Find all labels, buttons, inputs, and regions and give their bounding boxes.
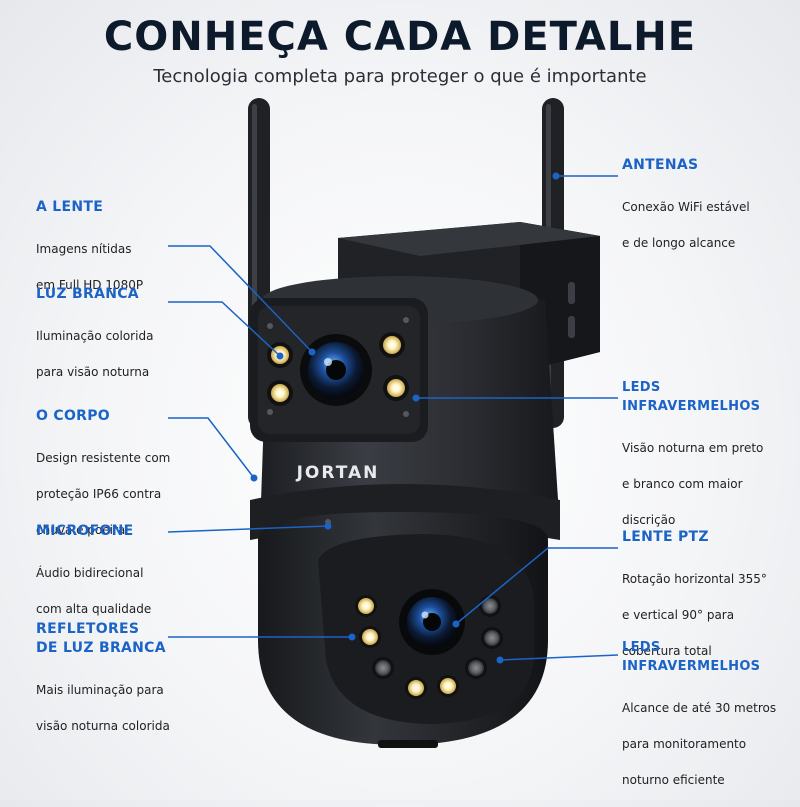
callout-line-corpo [168, 417, 255, 479]
feature-description: Conexão WiFi estável e de longo alcance [622, 180, 794, 270]
feature-desc-line: cobertura total [622, 644, 712, 658]
callout-line-microfone [167, 525, 329, 533]
feature-desc-line: Imagens nítidas [36, 242, 132, 256]
page-title: CONHEÇA CADA DETALHE [103, 14, 697, 60]
feature-title: ANTENAS [622, 157, 699, 173]
feature-o-corpo: O CORPO Design resistente com proteção I… [36, 407, 216, 557]
feature-a-lente: A LENTE Imagens nítidas em Full HD 1080P [36, 198, 216, 312]
upper-ir-sensors [267, 317, 409, 417]
feature-desc-line: Iluminação colorida [36, 329, 154, 343]
callout-lines [167, 175, 619, 661]
feature-description: Design resistente com proteção IP66 cont… [36, 431, 216, 557]
feature-description: Alcance de até 30 metros para monitorame… [622, 681, 794, 807]
feature-desc-line: Design resistente com [36, 451, 171, 465]
callout-dots [250, 172, 560, 664]
feature-title: LENTE PTZ [622, 529, 709, 545]
feature-title-line: DE LUZ BRANCA [36, 640, 166, 656]
brand-logo: JORTAN [296, 463, 380, 483]
feature-desc-line: Alcance de até 30 metros [622, 701, 777, 715]
feature-desc-line: Mais iluminação para [36, 683, 164, 697]
feature-description: Mais iluminação para visão noturna color… [36, 663, 216, 753]
feature-desc-line: visão noturna colorida [36, 719, 170, 733]
feature-title: MICROFONE [36, 523, 134, 539]
feature-desc-line: noturno eficiente [622, 773, 725, 787]
feature-description: Rotação horizontal 355° e vertical 90° p… [622, 552, 794, 678]
feature-desc-line: e de longo alcance [622, 236, 736, 250]
feature-desc-line: e branco com maior [622, 477, 743, 491]
feature-refletores: REFLETORES DE LUZ BRANCA Mais iluminação… [36, 620, 216, 753]
ptz-white-leds [355, 595, 459, 699]
feature-title: REFLETORES DE LUZ BRANCA [36, 620, 216, 658]
feature-desc-line: para monitoramento [622, 737, 747, 751]
feature-desc-line: em Full HD 1080P [36, 278, 144, 292]
feature-desc-line: Conexão WiFi estável [622, 200, 750, 214]
feature-leds-infravermelhos-2: LEDS INFRAVERMELHOS Alcance de até 30 me… [622, 638, 794, 807]
upper-lens [300, 334, 372, 406]
ptz-lens [399, 589, 465, 655]
feature-desc-line: com alta qualidade [36, 602, 152, 616]
feature-luz-branca: LUZ BRANCA Iluminação colorida para visã… [36, 285, 216, 399]
callout-line-lente-ptz [455, 547, 618, 625]
feature-desc-line: para visão noturna [36, 365, 150, 379]
feature-desc-line: proteção IP66 contra [36, 487, 162, 501]
feature-title: A LENTE [36, 199, 104, 215]
page-subtitle: Tecnologia completa para proteger o que … [153, 66, 647, 87]
feature-leds-infravermelhos-1: LEDS INFRAVERMELHOS Visão noturna em pre… [622, 378, 794, 547]
feature-title: O CORPO [36, 408, 110, 424]
feature-description: Visão noturna em preto e branco com maio… [622, 421, 794, 547]
feature-desc-line: e vertical 90° para [622, 608, 735, 622]
feature-desc-line: Visão noturna em preto [622, 441, 764, 455]
feature-desc-line: chuva e poeira [36, 523, 126, 537]
feature-title-line: REFLETORES [36, 621, 140, 637]
feature-title: LUZ BRANCA [36, 286, 139, 302]
feature-microfone: MICROFONE Áudio bidirecional com alta qu… [36, 522, 216, 636]
feature-title: LEDS INFRAVERMELHOS [622, 640, 761, 674]
feature-desc-line: Áudio bidirecional [36, 566, 144, 580]
feature-title: LEDS INFRAVERMELHOS [622, 380, 761, 414]
feature-description: Imagens nítidas em Full HD 1080P [36, 222, 216, 312]
feature-lente-ptz: LENTE PTZ Rotação horizontal 355° e vert… [622, 528, 794, 678]
feature-desc-line: discrição [622, 513, 676, 527]
feature-description: Iluminação colorida para visão noturna [36, 309, 216, 399]
callout-line-leds-ir-2 [499, 654, 619, 661]
feature-antenas: ANTENAS Conexão WiFi estável e de longo … [622, 156, 794, 270]
feature-description: Áudio bidirecional com alta qualidade [36, 546, 216, 636]
ptz-ir-leds [372, 595, 503, 679]
callout-line-lente [168, 245, 313, 353]
callout-line-luz-branca [168, 301, 281, 357]
feature-desc-line: Rotação horizontal 355° [622, 572, 767, 586]
